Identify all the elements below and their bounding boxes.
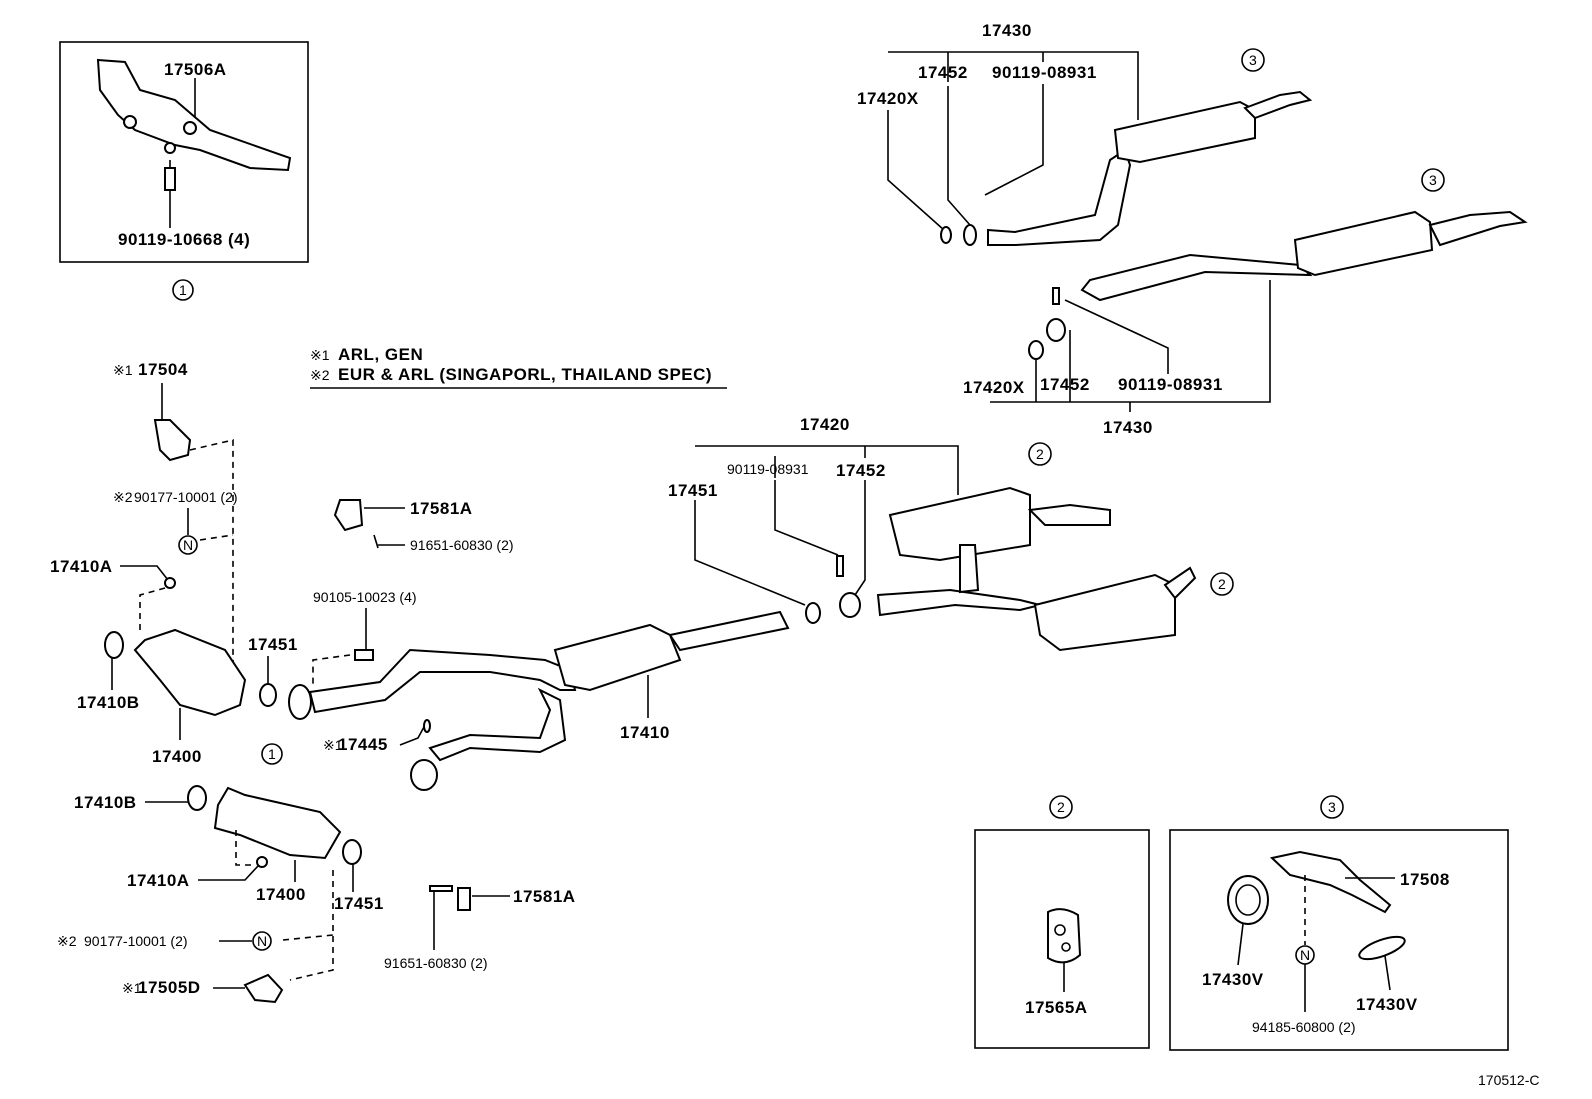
svg-text:17400: 17400 <box>256 885 306 904</box>
svg-text:1: 1 <box>268 746 276 762</box>
svg-text:17410B: 17410B <box>74 793 137 812</box>
label-17565a: 17565A <box>1025 998 1088 1017</box>
front-pipe-assembly-alt: 17410B 17410A 17400 17451 ※2 90177-10001… <box>57 785 576 1004</box>
svg-text:3: 3 <box>1429 172 1437 188</box>
svg-text:17420: 17420 <box>800 415 850 434</box>
svg-text:90119-08931: 90119-08931 <box>992 63 1097 82</box>
label-17430-upper: 17430 <box>982 21 1032 40</box>
svg-text:N: N <box>1300 947 1310 963</box>
bracket-17506a-shape <box>96 58 292 172</box>
svg-text:90177-10001 (2): 90177-10001 (2) <box>84 933 188 949</box>
svg-text:17410A: 17410A <box>127 871 190 890</box>
svg-text:91651-60830 (2): 91651-60830 (2) <box>384 955 488 971</box>
rear-muffler-assembly-upper: 17430 17452 90119-08931 17420X 3 <box>857 21 1313 246</box>
svg-text:17451: 17451 <box>668 481 718 500</box>
label-17505d: 17505D <box>138 978 201 997</box>
svg-text:90105-10023 (4): 90105-10023 (4) <box>313 589 417 605</box>
ref-circle-3 <box>1241 48 1265 72</box>
svg-text:17581A: 17581A <box>410 499 473 518</box>
svg-text:※1: ※1 <box>113 362 133 378</box>
note-2-text: EUR & ARL (SINGAPORL, THAILAND SPEC) <box>338 365 712 384</box>
svg-text:17452: 17452 <box>1040 375 1090 394</box>
note-1-text: ARL, GEN <box>338 345 423 364</box>
svg-text:17410B: 17410B <box>77 693 140 712</box>
svg-text:※1: ※1 <box>323 737 343 753</box>
svg-text:17430V: 17430V <box>1356 995 1418 1014</box>
svg-text:※2: ※2 <box>57 933 77 949</box>
rear-muffler-assembly-lower: 3 17420X 17452 90119-08931 17430 <box>963 168 1528 437</box>
svg-text:17581A: 17581A <box>513 887 576 906</box>
svg-text:1: 1 <box>179 282 187 298</box>
svg-text:17451: 17451 <box>248 635 298 654</box>
svg-text:※1: ※1 <box>122 980 142 996</box>
catalytic-converter-17400 <box>133 628 247 717</box>
svg-text:91651-60830 (2): 91651-60830 (2) <box>410 537 514 553</box>
svg-text:2: 2 <box>1218 576 1226 592</box>
notes-legend: ※1 ARL, GEN ※2 EUR & ARL (SINGAPORL, THA… <box>310 345 727 389</box>
tailpipe-assembly-center: 17420 17451 90119-08931 17452 2 2 <box>668 415 1234 652</box>
inset-3-hanger-parts: 3 17508 N 94185-60800 (2) 17430V 17430V <box>1169 795 1509 1051</box>
svg-text:90177-10001 (2): 90177-10001 (2) <box>134 489 238 505</box>
inset-1-support-bracket: 17506A 90119-10668 (4) 1 <box>59 41 309 301</box>
svg-text:94185-60800 (2): 94185-60800 (2) <box>1252 1019 1356 1035</box>
svg-text:17420X: 17420X <box>857 89 919 108</box>
inset-2-hanger: 2 17565A <box>974 795 1150 1049</box>
svg-text:17420X: 17420X <box>963 378 1025 397</box>
svg-text:17430V: 17430V <box>1202 970 1264 989</box>
label-90119-10668: 90119-10668 (4) <box>118 230 250 249</box>
ref-circle-1 <box>172 279 194 301</box>
svg-text:17410: 17410 <box>620 723 670 742</box>
svg-text:17452: 17452 <box>836 461 886 480</box>
svg-text:17400: 17400 <box>152 747 202 766</box>
ref-circle-3b <box>1421 168 1445 192</box>
svg-text:90119-08931: 90119-08931 <box>727 461 809 477</box>
label-17504: 17504 <box>138 360 188 379</box>
svg-text:※2: ※2 <box>310 367 330 383</box>
svg-text:17451: 17451 <box>334 894 384 913</box>
svg-text:3: 3 <box>1249 52 1257 68</box>
svg-text:17508: 17508 <box>1400 870 1450 889</box>
svg-text:17410A: 17410A <box>50 557 113 576</box>
ref-circle-2 <box>1028 442 1052 466</box>
ref-circle-2b <box>1210 572 1234 596</box>
front-pipe-assembly: ※1 17504 ※2 90177-10001 (2) N 17410A 174… <box>50 360 790 791</box>
label-17430-lower: 17430 <box>1103 418 1153 437</box>
svg-text:※2: ※2 <box>113 489 133 505</box>
svg-text:N: N <box>183 537 193 553</box>
svg-text:90119-08931: 90119-08931 <box>1118 375 1223 394</box>
svg-text:※1: ※1 <box>310 347 330 363</box>
svg-text:2: 2 <box>1036 446 1044 462</box>
svg-text:17445: 17445 <box>338 735 388 754</box>
svg-text:2: 2 <box>1057 799 1065 815</box>
center-pipe-17410 <box>308 648 577 714</box>
svg-text:17452: 17452 <box>918 63 968 82</box>
svg-text:3: 3 <box>1328 799 1336 815</box>
label-17506a: 17506A <box>164 60 227 79</box>
svg-text:N: N <box>257 933 267 949</box>
figure-id: 170512-C <box>1478 1072 1540 1088</box>
